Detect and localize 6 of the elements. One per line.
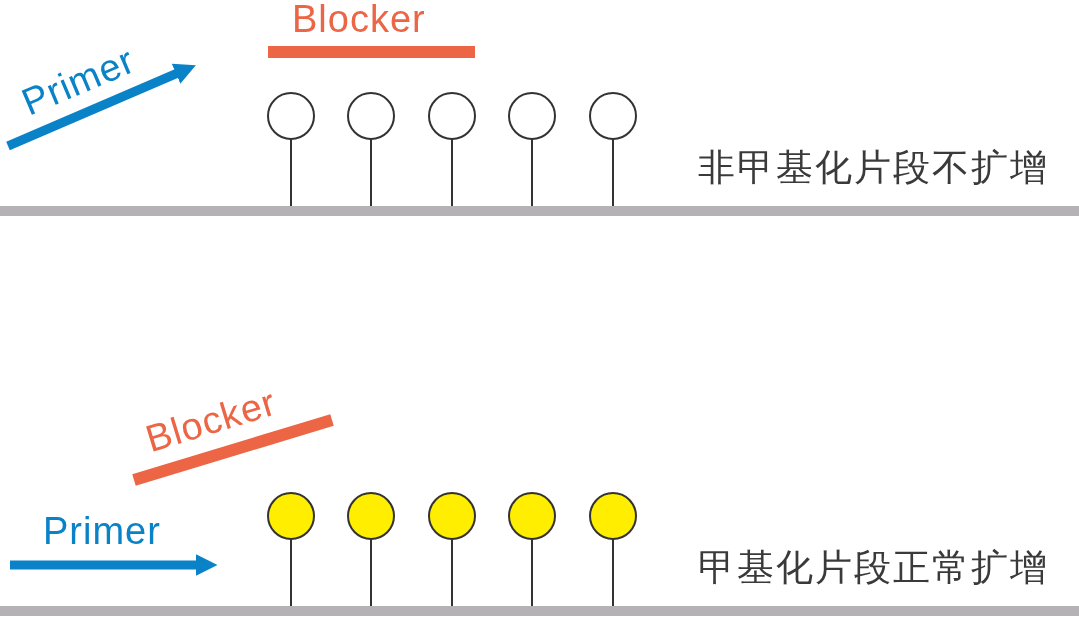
- strand-caption: 非甲基化片段不扩增: [698, 149, 1049, 186]
- blocker-label: Blocker: [292, 0, 426, 38]
- primer-label: Primer: [43, 512, 161, 550]
- primer-label: Primer: [16, 40, 140, 122]
- strand-caption: 甲基化片段正常扩增: [698, 549, 1049, 586]
- blocker-label: Blocker: [141, 382, 281, 459]
